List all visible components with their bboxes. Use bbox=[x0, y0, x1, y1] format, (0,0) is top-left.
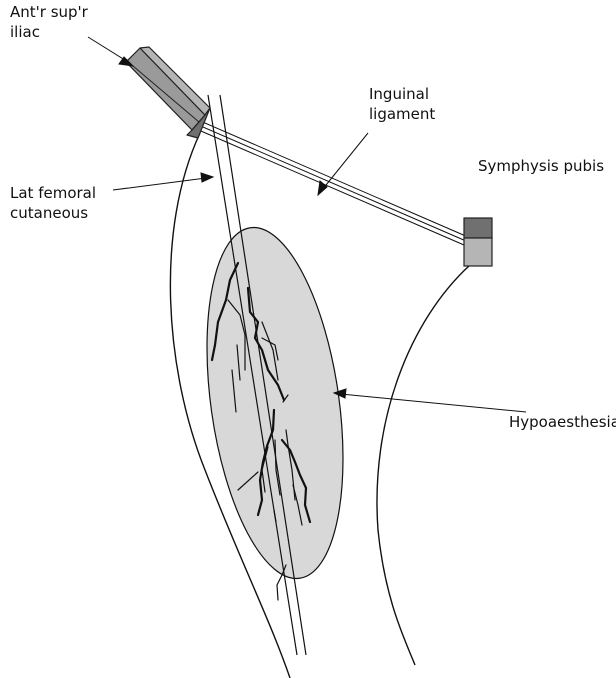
inguinal-ligament bbox=[194, 120, 468, 245]
label-ant-sup-iliac-line2: iliac bbox=[10, 23, 40, 41]
label-inguinal-line2: ligament bbox=[369, 105, 435, 123]
hypoaesthesia-area bbox=[187, 219, 363, 587]
label-lat-femoral-line2: cutaneous bbox=[10, 204, 88, 222]
symphysis-bone bbox=[464, 218, 492, 266]
label-lat-femoral-line1: Lat femoral bbox=[10, 184, 96, 202]
label-inguinal-line1: Inguinal bbox=[369, 85, 429, 103]
asis-bone bbox=[126, 47, 210, 138]
label-ant-sup-iliac-line1: Ant'r sup'r bbox=[10, 3, 89, 21]
label-symphysis-pubis: Symphysis pubis bbox=[478, 157, 604, 175]
label-hypoaesthesia: Hypoaesthesia bbox=[509, 413, 616, 431]
thigh-medial-outline bbox=[377, 265, 470, 665]
